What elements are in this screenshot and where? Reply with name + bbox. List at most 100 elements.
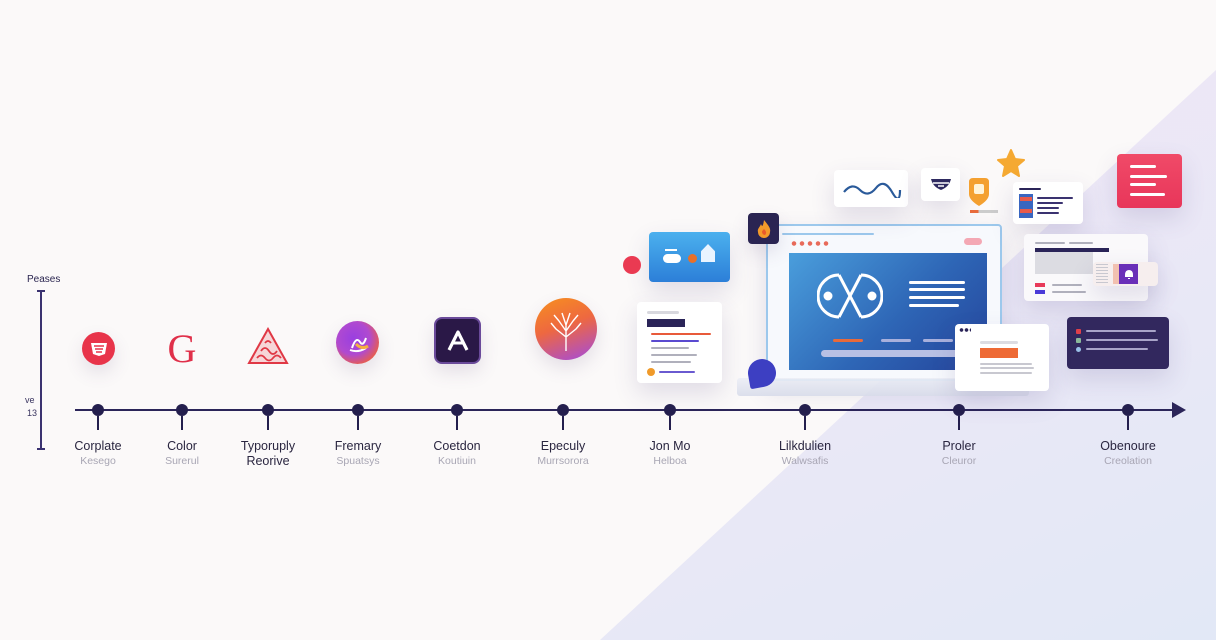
paint-splash-icon xyxy=(336,321,379,364)
card-line xyxy=(1037,212,1059,214)
browser-hero xyxy=(789,253,987,370)
milestone-dot xyxy=(176,404,188,416)
milestone-lilkdulien[interactable]: Lilkdulien Walwsafis xyxy=(745,404,865,468)
milestone-typoruply[interactable]: Typoruply Reorive xyxy=(208,404,328,468)
milestone-dot xyxy=(557,404,569,416)
milestone-subtitle: Creolation xyxy=(1104,455,1152,467)
list-bullet-icon xyxy=(1076,338,1081,343)
doc-line xyxy=(647,311,679,314)
card-line xyxy=(1130,175,1167,178)
html5-badge-icon xyxy=(82,332,115,365)
profile-card-icon xyxy=(1013,182,1083,224)
milestone-title: Corplate xyxy=(74,439,122,453)
cloud-icon xyxy=(663,254,681,263)
milestone-stem xyxy=(958,416,960,430)
milestone-title: Jon Mo xyxy=(649,439,691,453)
hero-text-line xyxy=(909,304,959,307)
pattern-triangle-icon xyxy=(246,326,290,366)
milestone-title: Proler xyxy=(942,439,976,453)
hero-text-line xyxy=(909,281,965,284)
card-line xyxy=(1037,202,1063,204)
card-line xyxy=(1130,183,1156,186)
list-bullet-icon xyxy=(1076,347,1081,352)
toggle-icon xyxy=(964,238,982,245)
line-icon xyxy=(665,249,677,251)
milestone-subtitle: Reorive xyxy=(246,454,290,468)
hero-tab xyxy=(881,339,911,342)
doc-line xyxy=(651,354,697,356)
list-line xyxy=(1086,348,1148,350)
milestone-title: Fremary xyxy=(334,439,382,453)
doc-header-bar xyxy=(647,319,685,327)
browser-window-icon xyxy=(766,224,1002,381)
card-line xyxy=(1037,207,1059,209)
milestone-subtitle: Cleuror xyxy=(941,455,977,467)
milestone-stem xyxy=(267,416,269,430)
list-bullet-icon xyxy=(1076,329,1081,334)
milestone-subtitle: Surerul xyxy=(165,455,199,467)
card-line xyxy=(1069,242,1093,244)
milestone-subtitle: Kesego xyxy=(80,455,116,467)
milestone-proler[interactable]: Proler Cleuror xyxy=(899,404,1019,468)
card-badge xyxy=(1035,290,1045,294)
window-dots-icon xyxy=(959,328,971,332)
milestone-title: Obenoure xyxy=(1100,439,1156,453)
milestone-epeculy[interactable]: Epeculy Murrsorora xyxy=(503,404,623,468)
milestone-dot xyxy=(352,404,364,416)
hero-tab-active xyxy=(833,339,863,342)
milestone-dot xyxy=(262,404,274,416)
card-line xyxy=(1035,242,1065,244)
milestone-color[interactable]: Color Surerul xyxy=(122,404,242,468)
axis-tick xyxy=(37,290,45,292)
milestone-coetdon[interactable]: Coetdon Koutiuin xyxy=(397,404,517,468)
milestone-subtitle: Koutiuin xyxy=(438,455,476,467)
flame-app-icon xyxy=(748,213,779,244)
hero-text-line xyxy=(909,288,965,291)
milestone-dot xyxy=(92,404,104,416)
milestone-title: Lilkdulien xyxy=(778,439,832,453)
milestone-corplate[interactable]: Corplate Kesego xyxy=(38,404,158,468)
pink-text-card-icon xyxy=(1117,154,1182,208)
bell-icon xyxy=(1119,264,1138,284)
card-line xyxy=(1052,291,1086,293)
list-line xyxy=(1086,330,1156,332)
milestone-dot xyxy=(1122,404,1134,416)
card-line xyxy=(1052,284,1082,286)
milestone-subtitle: Spuatsys xyxy=(336,455,380,467)
letter-a-app-icon xyxy=(434,317,481,364)
window-dots-icon xyxy=(790,241,830,246)
hero-text-line xyxy=(909,296,965,299)
milestone-stem xyxy=(456,416,458,430)
milestone-dot xyxy=(664,404,676,416)
weather-card-icon xyxy=(649,232,730,282)
milestone-stem xyxy=(357,416,359,430)
helmet-card-icon xyxy=(921,168,960,201)
milestone-jon-mo[interactable]: Jon Mo Helboa xyxy=(610,404,730,468)
document-list-card-icon xyxy=(637,302,722,383)
milestone-stem xyxy=(669,416,671,430)
milestone-obenoure[interactable]: Obenoure Creolation xyxy=(1068,404,1188,468)
hero-search-bar xyxy=(821,350,971,357)
milestone-subtitle: Helboa xyxy=(653,455,687,467)
milestone-fremary[interactable]: Fremary Spuatsys xyxy=(298,404,418,468)
doc-line xyxy=(651,361,691,363)
milestone-stem xyxy=(804,416,806,430)
milestone-dot xyxy=(451,404,463,416)
axis-side-label: 13 xyxy=(27,408,38,418)
card-image-placeholder xyxy=(1035,252,1093,274)
milestone-title: Typoruply xyxy=(240,439,296,453)
map-pin-icon xyxy=(967,178,991,208)
card-badge xyxy=(1020,209,1032,213)
wave-chart-card-icon xyxy=(834,170,908,207)
address-bar xyxy=(782,233,874,235)
milestone-dot xyxy=(799,404,811,416)
dialog-line xyxy=(980,367,1034,369)
dialog-line xyxy=(980,341,1018,344)
doc-line xyxy=(651,340,699,342)
card-header-bar xyxy=(1035,248,1109,252)
axis-tick xyxy=(37,448,45,450)
google-g-icon: G xyxy=(167,325,197,371)
card-line xyxy=(1130,193,1165,196)
vertical-axis xyxy=(40,290,42,450)
doc-line xyxy=(659,371,695,373)
